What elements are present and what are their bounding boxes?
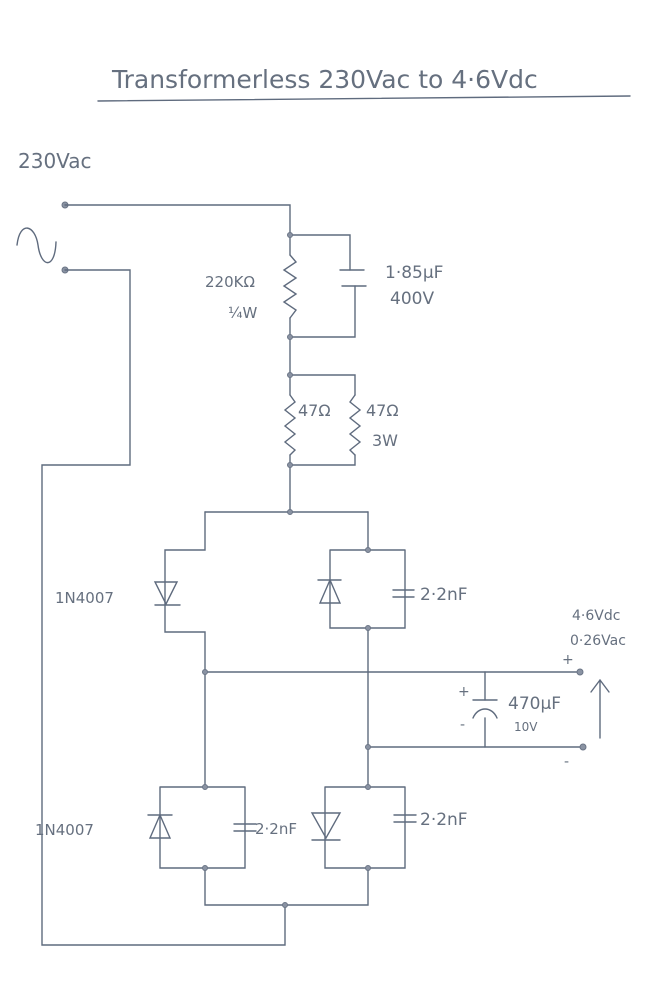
output-dc-label: 4·6Vdc (572, 608, 620, 624)
diode-lower-right (310, 812, 342, 841)
diagram-title: Transformerless 230Vac to 4·6Vdc (111, 65, 538, 94)
resistor-220k (282, 254, 298, 319)
r1-rating: ¼W (228, 304, 258, 322)
ac-source-icon (16, 227, 57, 264)
output-cap-rating: 10V (514, 720, 538, 734)
capacitor-470uf (472, 699, 498, 719)
r3-rating: 3W (372, 431, 398, 450)
diode-lower-left (147, 813, 173, 839)
capacitor-1-85uf (339, 269, 367, 287)
output-terminal-negative (579, 743, 587, 751)
cap-minus-sign: - (460, 717, 465, 733)
cap-plus-sign: + (458, 684, 470, 700)
upper-diode-label: 1N4007 (55, 589, 114, 607)
c1-value: 1·85µF (385, 263, 443, 283)
lower-right-cap-value: 2·2nF (420, 810, 468, 830)
c1-rating: 400V (390, 289, 434, 309)
resistor-47-a (283, 394, 297, 456)
output-plus-sign: + (562, 652, 574, 668)
upper-cap-value: 2·2nF (420, 585, 468, 605)
lower-diode-label: 1N4007 (35, 821, 94, 839)
junction-nodes (202, 232, 371, 908)
diode-upper-right (317, 578, 342, 604)
output-minus-sign: - (564, 754, 569, 770)
resistor-47-b (348, 394, 362, 456)
voltage-arrow-icon (590, 678, 610, 739)
title-underline (97, 95, 631, 102)
output-cap-value: 470µF (508, 694, 561, 714)
r3-value: 47Ω (366, 401, 399, 420)
diode-upper-left (153, 581, 181, 606)
lower-left-cap-value: 2·2nF (255, 820, 297, 838)
input-voltage-label: 230Vac (18, 149, 92, 173)
r1-value: 220KΩ (205, 273, 255, 291)
output-ripple-label: 0·26Vac (570, 633, 626, 649)
capacitor-upper-2-2nf (392, 589, 415, 598)
r2-value: 47Ω (298, 401, 331, 420)
wires (41, 204, 584, 946)
capacitor-lower-left-2-2nf (233, 823, 257, 832)
output-terminal-positive (576, 668, 584, 676)
capacitor-lower-right-2-2nf (393, 814, 417, 823)
